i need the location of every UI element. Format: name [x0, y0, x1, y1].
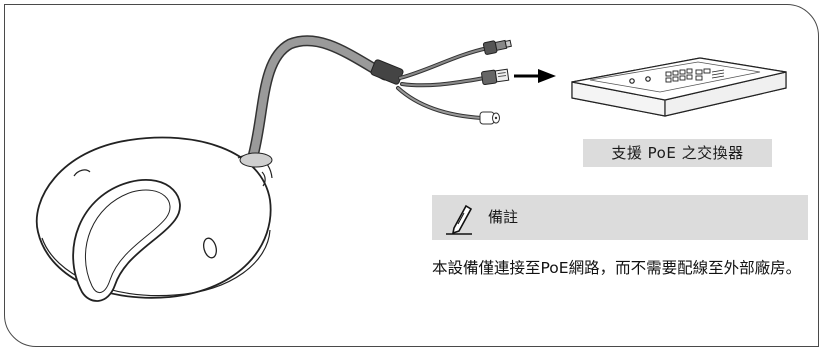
note-title: 備註: [488, 208, 519, 226]
power-connector: [479, 111, 500, 125]
bnc-connector: [482, 39, 512, 55]
cable-splitter: [370, 59, 404, 85]
note-text: 本設備僅連接至PoE網路，而不需要配線至外部廠房。: [432, 259, 802, 277]
arrow-icon: [514, 69, 556, 83]
dome-camera: [35, 136, 273, 302]
illustration-frame: [4, 4, 819, 347]
branch-cables: [396, 46, 490, 120]
note-header: 備註: [432, 195, 808, 240]
main-cable: [246, 35, 391, 166]
switch-caption: 支援 PoE 之交換器: [583, 139, 772, 167]
rj45-connector: [481, 68, 510, 85]
pencil-note-icon: [446, 204, 473, 235]
poe-switch-icon: [571, 57, 787, 117]
